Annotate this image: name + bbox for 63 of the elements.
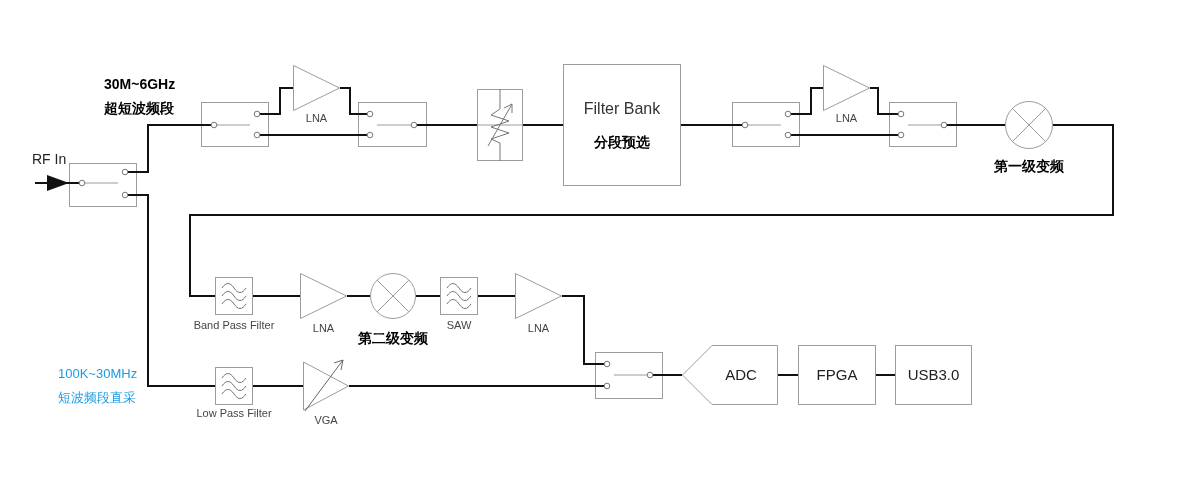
connector-line xyxy=(561,295,596,365)
variable-gain-amplifier-symbol xyxy=(303,359,349,413)
component-label: LNA xyxy=(527,322,550,336)
attenuator-symbol xyxy=(477,89,523,161)
switch-symbol xyxy=(595,352,663,399)
switch-symbol xyxy=(889,102,957,147)
block-label: USB3.0 xyxy=(907,366,960,384)
amplifier-symbol xyxy=(823,65,870,111)
connector-line xyxy=(136,124,202,173)
switch-symbol xyxy=(732,102,800,147)
component-label: 第一级变频 xyxy=(994,158,1064,175)
connector-line xyxy=(268,134,359,136)
adc-block xyxy=(682,345,778,405)
amplifier-symbol xyxy=(300,273,347,319)
component-label: SAW xyxy=(446,319,472,333)
connector-line xyxy=(799,134,890,136)
component-label: 第二级变频 xyxy=(358,330,428,347)
connector-line xyxy=(662,374,683,376)
filter-symbol xyxy=(440,277,478,315)
amplifier-symbol xyxy=(515,273,562,319)
connector-line xyxy=(252,385,304,387)
amplifier-symbol xyxy=(293,65,340,111)
connector-line xyxy=(426,124,478,126)
component-label: LNA xyxy=(312,322,335,336)
filter-symbol xyxy=(215,277,253,315)
component-label: LNA xyxy=(305,112,328,126)
connector-line xyxy=(477,295,516,297)
filter-bank-block xyxy=(563,64,681,186)
fpga-block xyxy=(798,345,876,405)
connector-line xyxy=(348,385,596,387)
component-label: Band Pass Filter xyxy=(193,319,275,333)
mixer-symbol xyxy=(1005,101,1053,149)
band-label: 超短波频段 xyxy=(104,100,174,117)
block-subtitle: 分段预选 xyxy=(594,134,650,151)
switch-symbol xyxy=(69,163,137,207)
band-label: 30M~6GHz xyxy=(104,76,176,93)
component-label: VGA xyxy=(314,414,338,428)
connector-line xyxy=(346,295,371,297)
switch-symbol xyxy=(201,102,269,147)
block-title: Filter Bank xyxy=(583,99,661,119)
connector-line xyxy=(268,87,294,115)
connector-line xyxy=(680,124,733,126)
component-label: LNA xyxy=(835,112,858,126)
filter-symbol xyxy=(215,367,253,405)
band-label: 100K~30MHz xyxy=(58,366,138,382)
connector-line xyxy=(522,124,564,126)
block-label: FPGA xyxy=(816,366,858,384)
block-label: ADC xyxy=(725,366,757,384)
mixer-symbol xyxy=(370,273,416,319)
connector-line xyxy=(777,374,799,376)
connector-line xyxy=(875,374,896,376)
usb-block xyxy=(895,345,972,405)
connector-line xyxy=(869,87,890,115)
connector-line xyxy=(956,124,1006,126)
switch-symbol xyxy=(358,102,427,147)
band-label: 短波频段直采 xyxy=(58,390,136,406)
component-label: Low Pass Filter xyxy=(196,407,272,421)
connector-line xyxy=(339,87,359,115)
connector-line xyxy=(252,295,301,297)
connector-line xyxy=(136,194,216,387)
connector-line xyxy=(799,87,824,115)
arrow xyxy=(34,175,70,191)
connector-line xyxy=(415,295,441,297)
